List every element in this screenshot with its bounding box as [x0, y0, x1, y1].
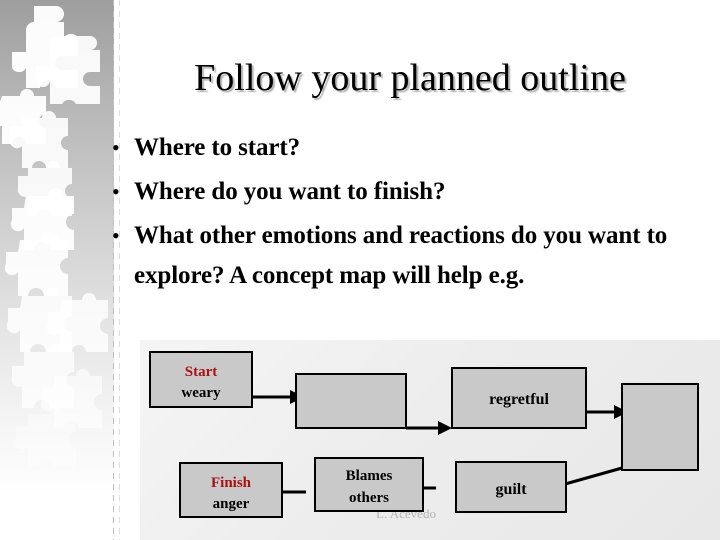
concept-map-graphic: L. Acevedo Start weary regretful: [149, 351, 699, 521]
vertical-divider-line: [113, 0, 114, 540]
node-guilt-box: [455, 461, 567, 513]
node-blank-1: [295, 373, 407, 429]
node-start-label-top: Start: [185, 364, 218, 380]
bullet-text-2: Where do you want to finish?: [134, 178, 446, 205]
arrow-blank2-to-guilt: [557, 466, 623, 488]
node-start-label-bottom: weary: [181, 385, 221, 401]
node-regretful-label: regretful: [489, 391, 549, 408]
bullet-item-2: • Where do you want to finish?: [112, 172, 708, 212]
node-start-box: [149, 351, 253, 408]
puzzle-pieces-graphic: [0, 6, 108, 466]
bullet-list: • Where to start? • Where do you want to…: [112, 128, 708, 300]
node-finish-label-bottom: anger: [213, 496, 250, 512]
bullet-item-1: • Where to start?: [112, 128, 708, 168]
bullet-marker-icon: •: [112, 135, 120, 160]
arrowhead-blank1-to-regretful: [438, 421, 452, 435]
node-start: Start weary: [149, 351, 253, 408]
slide-title: Follow your planned outline: [194, 57, 626, 99]
bullet-marker-icon: •: [112, 223, 120, 248]
node-blames-others-box: [314, 457, 424, 512]
concept-map-image: L. Acevedo Start weary regretful: [140, 340, 720, 540]
node-regretful-box: [451, 367, 587, 429]
node-finish-label-top: Finish: [211, 475, 252, 491]
node-guilt-label: guilt: [495, 481, 527, 498]
node-blank-2-box: [621, 383, 699, 471]
node-finish: Finish anger: [179, 462, 283, 518]
bullet-marker-icon: •: [112, 179, 120, 204]
node-blames-label-bottom: others: [349, 490, 389, 506]
puzzle-decoration-band: [0, 0, 114, 540]
bullet-text-3: What other emotions and reactions do you…: [134, 222, 668, 289]
bullet-text-1: Where to start?: [134, 134, 301, 161]
vertical-divider-line-secondary: [119, 0, 120, 540]
node-finish-box: [179, 462, 283, 518]
node-blank-2: [621, 383, 699, 471]
node-blank-1-box: [295, 373, 407, 429]
node-blames-others: Blames others: [314, 457, 424, 512]
node-blames-label-top: Blames: [346, 468, 393, 484]
node-guilt: guilt: [455, 461, 567, 513]
node-regretful: regretful: [451, 367, 587, 429]
bullet-item-3: • What other emotions and reactions do y…: [112, 216, 708, 296]
